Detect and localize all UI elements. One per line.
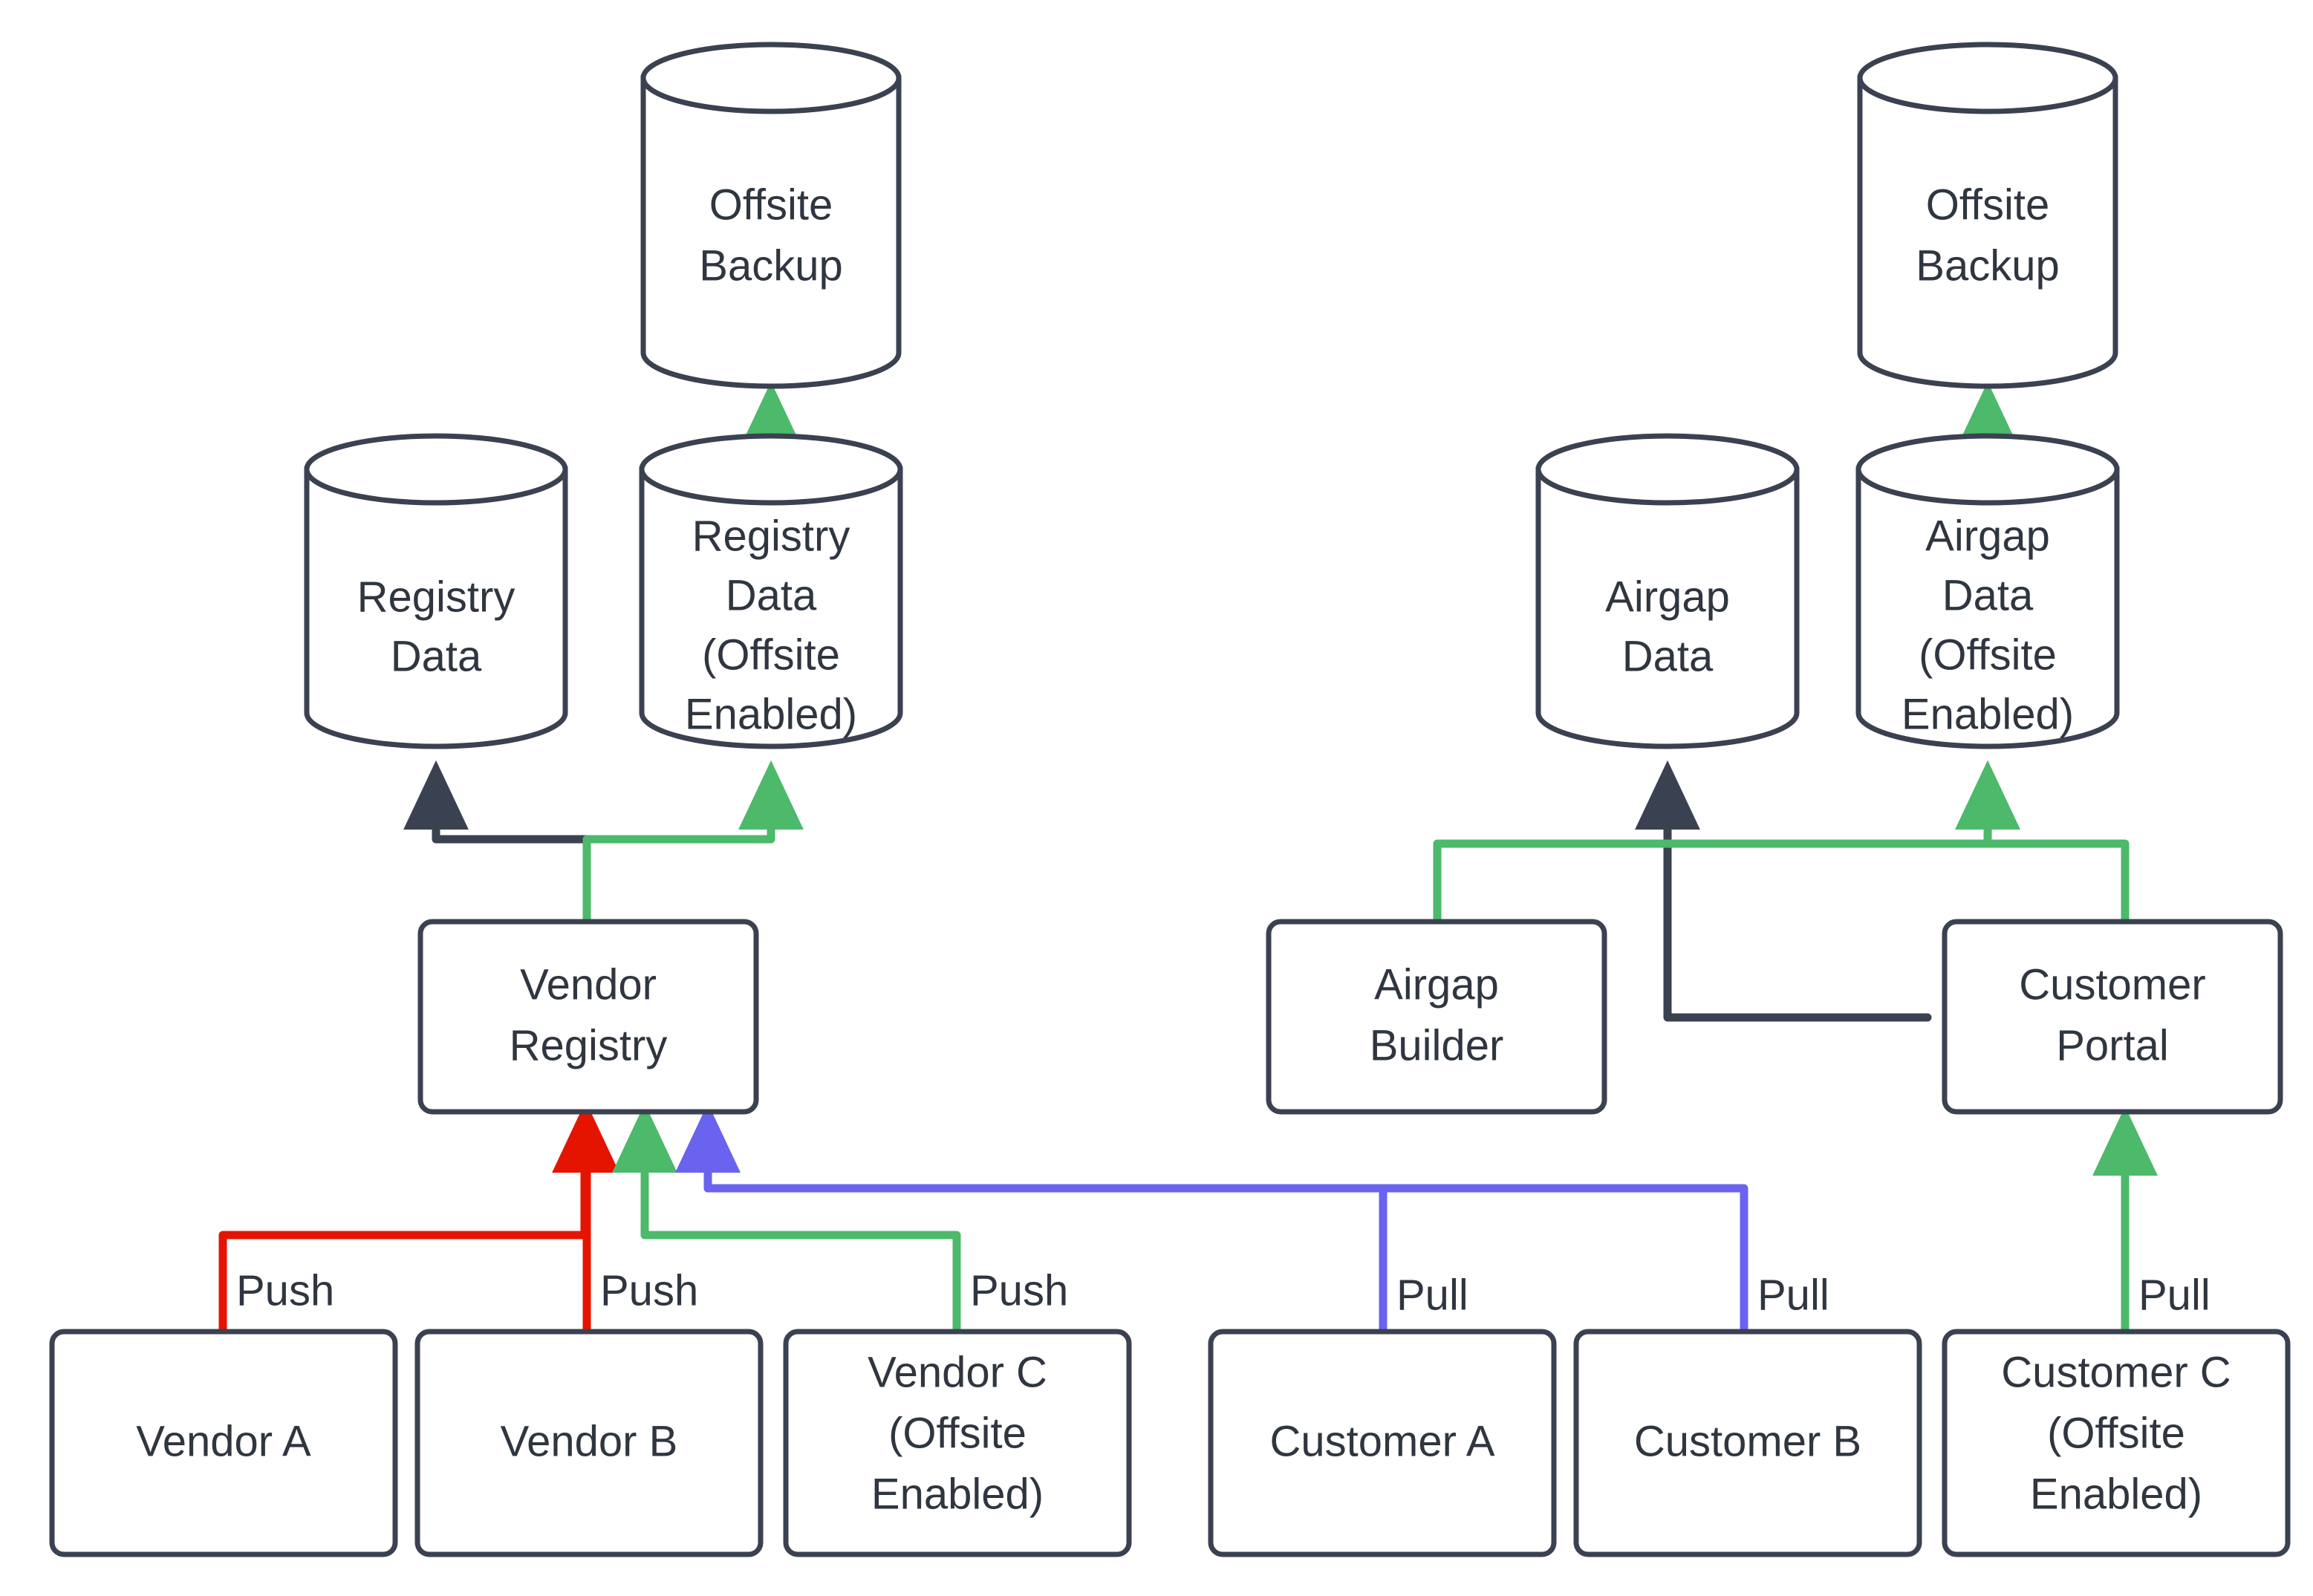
node-customer-portal[interactable]: Customer Portal (1942, 919, 2283, 1115)
node-customer-c[interactable]: Customer C (Offsite Enabled) (1942, 1329, 2291, 1557)
node-label: Airgap (1605, 573, 1730, 621)
node-label: Enabled) (1902, 690, 2074, 738)
node-label: Vendor C (868, 1348, 1047, 1396)
node-label: Registry (510, 1021, 668, 1069)
node-label: Offsite (1926, 180, 2050, 229)
node-registry-data-offsite[interactable]: Registry Data (Offsite Enabled) (639, 433, 903, 749)
node-label: Enabled) (871, 1470, 1044, 1518)
node-customer-b[interactable]: Customer B (1573, 1329, 1922, 1557)
node-label: Customer C (2001, 1348, 2231, 1396)
node-vendor-c[interactable]: Vendor C (Offsite Enabled) (783, 1329, 1132, 1557)
node-label: Data (726, 571, 817, 619)
node-label: (Offsite (1919, 631, 2057, 679)
node-label: Vendor (520, 960, 657, 1009)
edge-label-customer-b-pull: Pull (1757, 1271, 1829, 1319)
edge-vendorregistry-to-registrydata-offsite (582, 760, 804, 924)
node-registry-data[interactable]: Registry Data (304, 433, 568, 749)
node-label: Enabled) (685, 690, 857, 738)
node-label: Offsite (709, 180, 833, 229)
node-vendor-a[interactable]: Vendor A (49, 1329, 398, 1557)
node-label: Airgap (1925, 512, 2050, 560)
node-customer-a[interactable]: Customer A (1208, 1329, 1557, 1557)
node-label: Data (1622, 632, 1714, 680)
edge-label-customer-c-pull: Pull (2138, 1271, 2210, 1319)
node-label: Vendor B (501, 1417, 678, 1465)
node-label: (Offsite (888, 1409, 1027, 1457)
node-label: (Offsite (2047, 1409, 2185, 1457)
node-label: Builder (1370, 1021, 1504, 1069)
edge-vendorregistry-to-registrydata (403, 760, 591, 924)
node-airgap-data[interactable]: Airgap Data (1535, 433, 1800, 749)
edge-vendorc-push (612, 1103, 961, 1336)
node-label: Customer A (1270, 1417, 1495, 1465)
node-vendor-b[interactable]: Vendor B (414, 1329, 764, 1557)
node-vendor-registry[interactable]: Vendor Registry (417, 919, 759, 1115)
edge-label-vendor-b-push: Push (600, 1266, 698, 1315)
node-label: Data (1942, 571, 2034, 619)
node-airgap-builder[interactable]: Airgap Builder (1266, 919, 1607, 1115)
node-label: Vendor A (136, 1417, 311, 1465)
edge-airgapbuilder-to-airgapdata-offsite (1433, 760, 2020, 924)
edge-label-vendor-a-push: Push (236, 1266, 334, 1315)
node-label: Data (391, 632, 482, 680)
node-label: Customer (2019, 960, 2205, 1009)
edge-customerb-pull (675, 1103, 1748, 1336)
node-label: Registry (357, 573, 515, 621)
edge-label-vendor-c-push: Push (970, 1266, 1068, 1315)
edge-customerportal-to-airgapdata (1635, 760, 1932, 1022)
node-label: Customer B (1634, 1417, 1861, 1465)
node-label: (Offsite (702, 631, 840, 679)
node-label: Portal (2056, 1021, 2169, 1069)
edge-label-customer-a-pull: Pull (1396, 1271, 1468, 1319)
edge-customerportal-to-airgapdata-offsite (1955, 760, 2130, 924)
node-label: Backup (699, 241, 842, 290)
node-label: Enabled) (2030, 1470, 2202, 1518)
node-label: Backup (1916, 241, 2059, 290)
node-offsite-backup-left[interactable]: Offsite Backup (640, 42, 902, 389)
node-offsite-backup-right[interactable]: Offsite Backup (1857, 42, 2118, 389)
node-label: Airgap (1374, 960, 1499, 1009)
node-airgap-data-offsite[interactable]: Airgap Data (Offsite Enabled) (1855, 433, 2120, 749)
node-label: Registry (692, 512, 850, 560)
